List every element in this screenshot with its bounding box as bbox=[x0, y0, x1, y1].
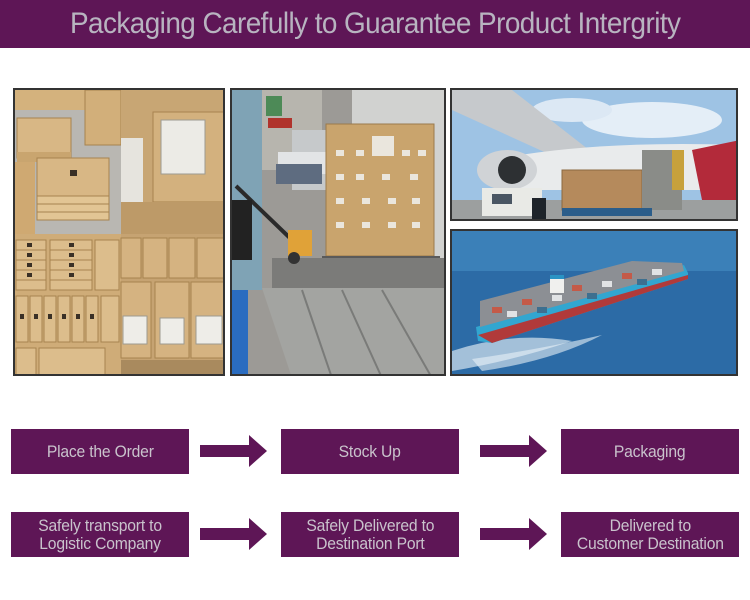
right-arrow-icon bbox=[480, 435, 547, 467]
step-label: Stock Up bbox=[338, 442, 402, 461]
step-stock-up: Stock Up bbox=[281, 429, 459, 474]
right-arrow-icon bbox=[480, 518, 547, 550]
header-banner: Packaging Carefully to Guarantee Product… bbox=[0, 0, 750, 48]
right-arrow-icon bbox=[200, 435, 267, 467]
step-delivered-port: Safely Delivered to Destination Port bbox=[281, 512, 459, 557]
step-label: Safely Delivered to Destination Port bbox=[306, 516, 434, 553]
step-label: Delivered to Customer Destination bbox=[576, 516, 724, 553]
step-packaging: Packaging bbox=[561, 429, 739, 474]
photo-boxed-products bbox=[13, 88, 225, 376]
page-title: Packaging Carefully to Guarantee Product… bbox=[69, 7, 681, 40]
container-ship-illustration bbox=[452, 231, 736, 374]
photo-container-ship bbox=[450, 229, 738, 376]
step-delivered-customer: Delivered to Customer Destination bbox=[561, 512, 739, 557]
step-place-order: Place the Order bbox=[11, 429, 189, 474]
step-transport-logistics: Safely transport to Logistic Company bbox=[11, 512, 189, 557]
photo-air-cargo bbox=[450, 88, 738, 221]
step-label: Place the Order bbox=[46, 442, 154, 461]
photo-pallet-loading bbox=[230, 88, 446, 376]
step-label: Safely transport to Logistic Company bbox=[38, 516, 162, 553]
air-cargo-illustration bbox=[452, 90, 736, 219]
pallet-truck-illustration bbox=[232, 90, 444, 374]
boxes-collage-illustration bbox=[15, 90, 223, 374]
step-label: Packaging bbox=[614, 442, 686, 461]
right-arrow-icon bbox=[200, 518, 267, 550]
